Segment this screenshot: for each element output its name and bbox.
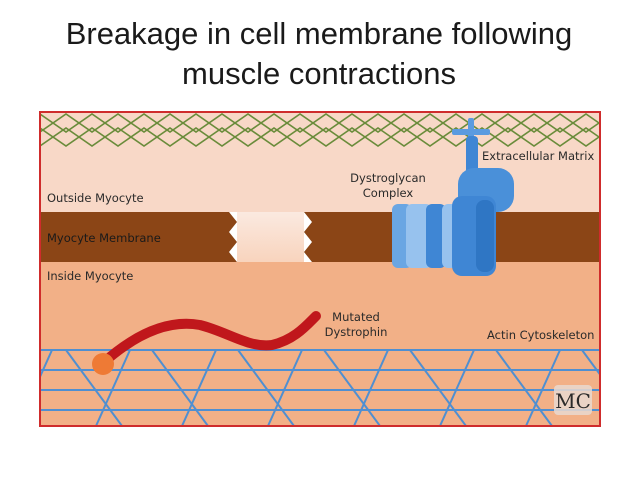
slide-title: Breakage in cell membrane following musc… [65, 16, 573, 91]
mc-logo-text: MC [555, 389, 591, 413]
label-actin-cytoskeleton: Actin Cytoskeleton [487, 328, 594, 342]
extracellular-matrix-mesh [40, 113, 600, 147]
label-outside-myocyte: Outside Myocyte [47, 191, 144, 205]
label-myocyte-membrane: Myocyte Membrane [47, 231, 161, 245]
actin-cytoskeleton-grid [40, 349, 600, 426]
mutated-dystrophin [98, 311, 321, 368]
diagram-frame [39, 111, 601, 427]
label-extracellular-matrix: Extracellular Matrix [482, 149, 594, 163]
label-dystroglycan-line2: Complex [363, 186, 414, 200]
dystrophin-terminal [92, 353, 114, 375]
label-inside-myocyte: Inside Myocyte [47, 269, 133, 283]
label-mutated-line2: Dystrophin [325, 325, 388, 339]
membrane-left [40, 212, 237, 262]
label-dystroglycan-line1: Dystroglycan [350, 171, 426, 185]
membrane-gap [237, 212, 304, 262]
dystroglycan-complex [392, 118, 514, 276]
mc-logo: MC [554, 385, 592, 415]
label-mutated-line1: Mutated [332, 310, 380, 324]
